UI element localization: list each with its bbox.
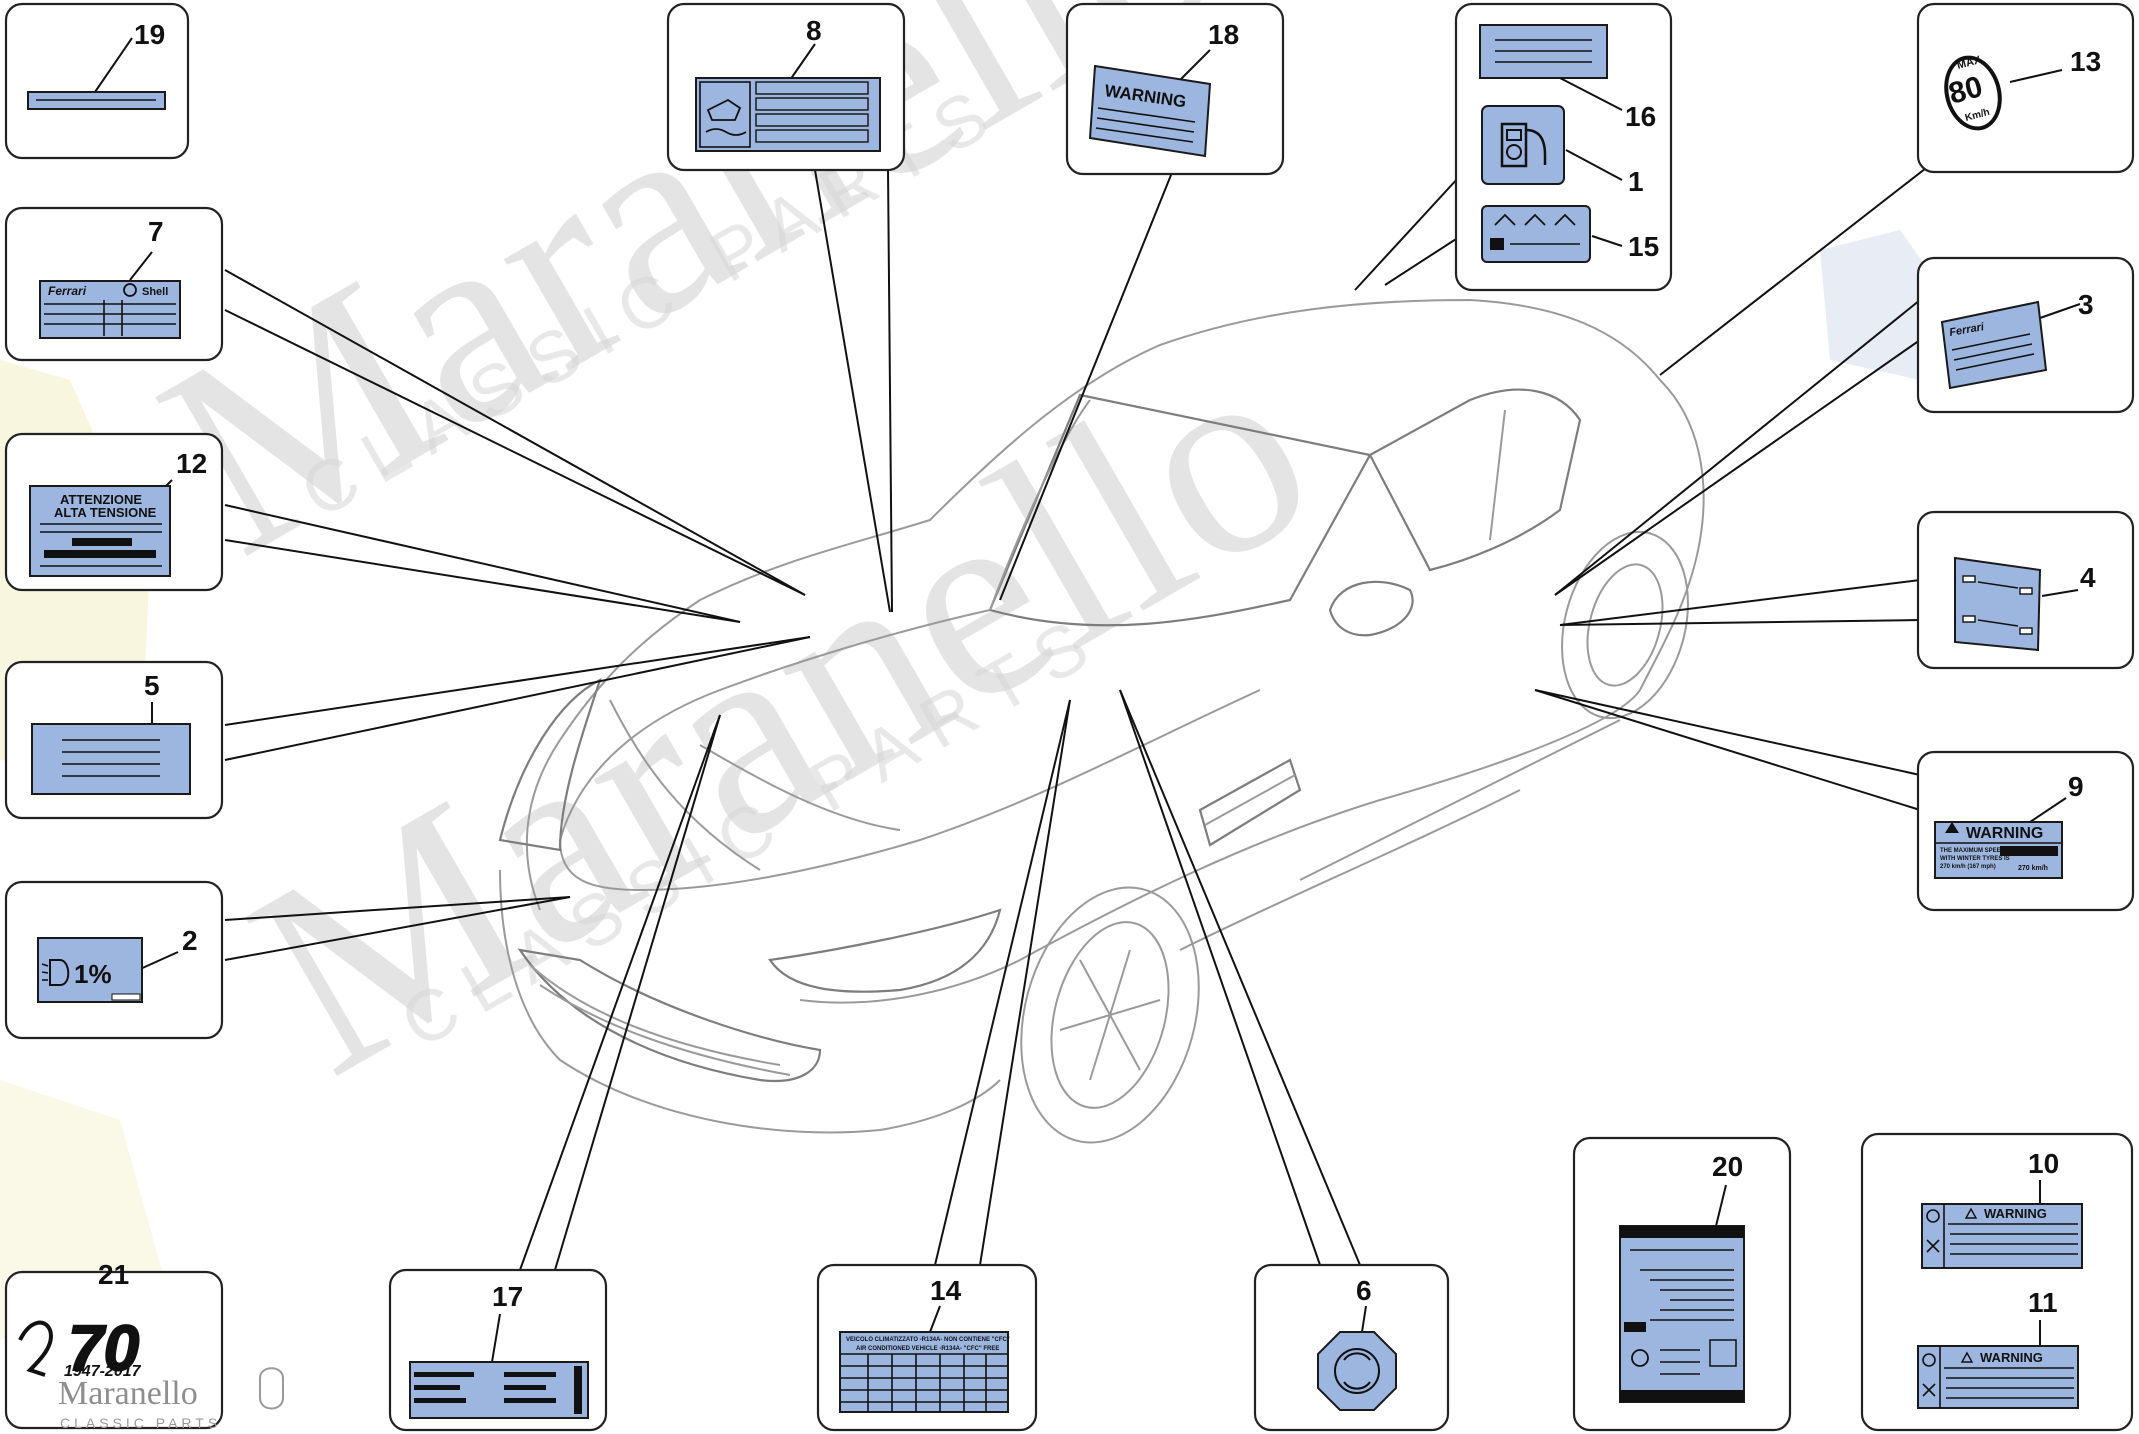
callout-8[interactable]: 8 [666,2,906,172]
label-text: ATTENZIONE [60,492,142,507]
callout-2[interactable]: 2 1% [4,880,224,1040]
label-text: 270 km/h [2018,865,2048,872]
callout-9[interactable]: 9 WARNING THE MAXIMUM SPEED WITH WINTER … [1916,750,2135,912]
callout-number: 13 [2070,46,2101,77]
callout-5[interactable]: 5 [4,660,224,820]
callout-21[interactable]: 21 70 1947-2017 Maranello CLASSIC PARTS [4,1259,284,1431]
callout-number: 10 [2028,1148,2059,1179]
label-12 [29,485,171,577]
label-text: Shell [142,286,168,298]
label-text: ALTA TENSIONE [54,505,157,520]
logo-text: CLASSIC PARTS [60,1415,221,1431]
callout-number: 8 [806,15,822,46]
callout-14[interactable]: 14 VEICOLO CLIMATIZZATO -R134A- NON CONT… [816,1263,1038,1432]
label-text: WARNING [1980,1350,2043,1365]
callout-number: 4 [2080,562,2096,593]
label-2 [37,937,143,1003]
label-9 [1934,821,2063,879]
label-text: AIR CONDITIONED VEHICLE -R134A- "CFC" FR… [856,1346,999,1352]
callout-number: 12 [176,448,207,479]
callout-number: 6 [1356,1275,1372,1306]
callout-3[interactable]: 3 Ferrari [1916,256,2135,414]
callout-number: 21 [98,1259,129,1290]
label-text: VEICOLO CLIMATIZZATO -R134A- NON CONTIEN… [846,1337,1010,1343]
callout-7[interactable]: 7 Ferrari Shell [4,206,224,362]
label-20 [1619,1225,1745,1403]
label-4 [1954,556,2042,652]
callout-10-11[interactable]: 10 WARNING 11 WARNING [1860,1132,2134,1432]
callout-number: 5 [144,670,160,701]
leader-lines [224,164,1931,1271]
label-3 [1940,300,2048,390]
callout-number: 3 [2078,289,2094,320]
logo-text: 70 [68,1312,139,1384]
logo-text: Maranello [58,1375,198,1412]
label-7 [39,280,181,339]
callout-17[interactable]: 17 [388,1268,608,1432]
label-text: 270 km/h (167 mph) [1940,864,1996,870]
callout-6[interactable]: 6 [1253,1263,1450,1432]
callout-number: 19 [134,19,165,50]
logo-text: 1947-2017 [64,1363,142,1380]
car-outline [498,298,1705,1144]
callout-12[interactable]: 12 ATTENZIONE ALTA TENSIONE [4,432,224,592]
callout-number: 9 [2068,771,2084,802]
callout-number: 1 [1628,166,1644,197]
callout-number: 20 [1712,1151,1743,1182]
label-14 [839,1331,1009,1413]
label-10 [1921,1203,2083,1269]
callout-19[interactable]: 19 [4,2,190,160]
label-5 [31,723,191,795]
label-text: WITH WINTER TYRES IS [1940,856,2010,862]
callout-number: 18 [1208,19,1239,50]
callout-number: 14 [930,1275,962,1306]
label-text: WARNING [1966,825,2043,842]
callout-number: 2 [182,925,198,956]
callout-number: 15 [1628,231,1659,262]
label-6 [1317,1331,1397,1411]
anniversary-logo: 70 1947-2017 Maranello CLASSIC PARTS [18,1311,284,1431]
label-18 [1088,64,1212,158]
label-text: WARNING [1984,1206,2047,1221]
callout-13[interactable]: 13 MAX 80 Km/h [1916,2,2135,174]
callout-number: 7 [148,216,164,247]
callout-18[interactable]: 18 WARNING [1065,2,1285,176]
callout-16-1-15[interactable]: 16 1 15 [1454,2,1673,292]
label-1 [1481,105,1565,185]
callout-number: 17 [492,1281,523,1312]
label-15 [1481,205,1591,263]
callout-20[interactable]: 20 [1572,1136,1792,1432]
callout-number: 16 [1625,101,1656,132]
callout-4[interactable]: 4 [1916,510,2135,670]
label-text: THE MAXIMUM SPEED [1940,848,2006,854]
label-text: 1% [74,959,112,989]
callout-number: 11 [2028,1287,2058,1318]
label-text: Ferrari [48,284,87,298]
